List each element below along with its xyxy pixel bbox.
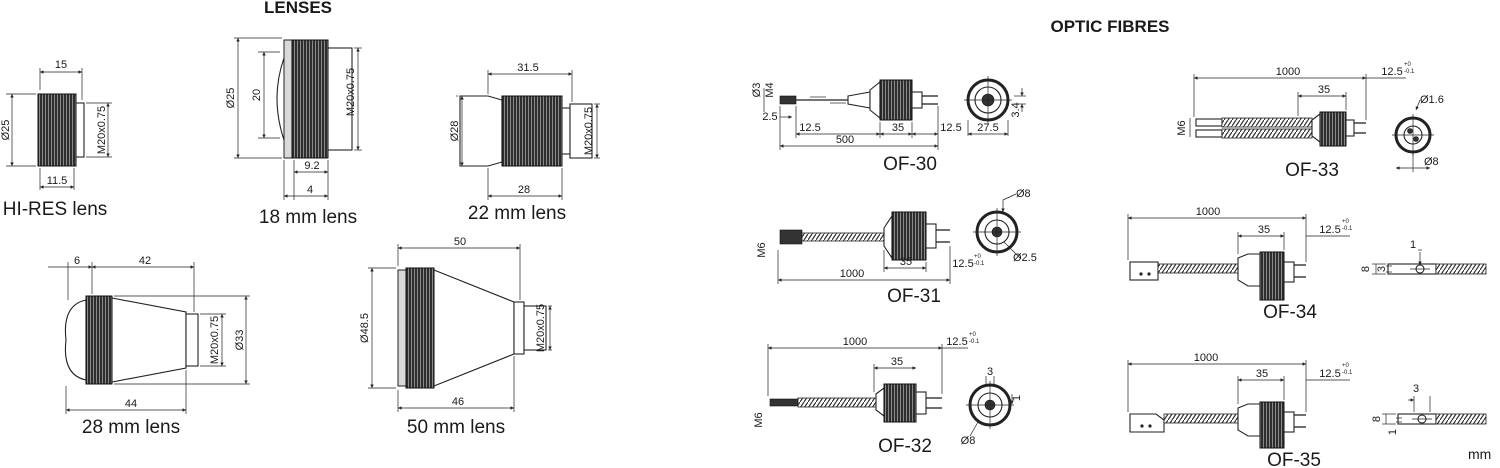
lens-18mm-drawing xyxy=(234,37,362,200)
lens-18mm-caption: 18 mm lens xyxy=(259,207,357,228)
lens50-top-dim: 50 xyxy=(454,236,466,248)
lens22-thread-dim: M20x0.75 xyxy=(583,107,595,155)
of35-tol-minus: -0.1 xyxy=(1342,370,1353,376)
of32-drawing xyxy=(767,344,1014,437)
hires-lens-drawing xyxy=(6,68,112,190)
of33-caption: OF-33 xyxy=(1285,160,1339,181)
of31-caption: OF-31 xyxy=(887,286,941,307)
of30-125b-dim: 12.5 xyxy=(940,122,961,134)
lens-50mm-drawing xyxy=(368,244,552,412)
of33-1000-dim: 1000 xyxy=(1276,66,1300,78)
of30-caption: OF-30 xyxy=(883,154,937,175)
lenses-title: LENSES xyxy=(264,0,332,17)
of34-tol-minus: -0.1 xyxy=(1342,226,1353,232)
of31-1000-dim: 1000 xyxy=(840,268,864,280)
of31-drawing xyxy=(777,193,1021,284)
of35-35-dim: 35 xyxy=(1256,368,1268,380)
of30-35-dim: 35 xyxy=(892,122,904,134)
of35-1000-dim: 1000 xyxy=(1194,352,1218,364)
of32-tol-plus: +0 xyxy=(969,332,977,338)
of34-125-dim: 12.5 xyxy=(1319,224,1340,236)
lens18-thread-dim: M20x0.75 xyxy=(345,68,357,116)
of34-3-dim: 3 xyxy=(1376,266,1388,272)
of35-1-dim: 1 xyxy=(1387,429,1399,435)
lens28-thread-dim: M20x0.75 xyxy=(209,316,221,364)
of30-125-dim: 12.5 xyxy=(799,122,820,134)
of30-d3-dim: Ø3 xyxy=(751,83,763,98)
hires-lens-caption: HI-RES lens xyxy=(3,199,108,220)
lens18-inner-dim: 20 xyxy=(251,89,263,101)
lens-22mm-caption: 22 mm lens xyxy=(468,203,566,224)
hires-bottom-dim: 11.5 xyxy=(47,175,68,187)
lens50-diameter-dim: Ø48.5 xyxy=(359,313,371,343)
of31-tol-minus: -0.1 xyxy=(974,261,985,267)
of32-1000-dim: 1000 xyxy=(843,336,867,348)
of33-tol-plus: +0 xyxy=(1404,62,1412,68)
of31-d8-dim: Ø8 xyxy=(1016,188,1031,200)
lens28-diameter-dim: Ø33 xyxy=(234,330,246,351)
of34-drawing xyxy=(1127,214,1487,301)
lens-22mm-drawing xyxy=(456,70,600,200)
of30-25-dim: 2.5 xyxy=(762,111,777,123)
lens22-bottom-dim: 28 xyxy=(518,184,530,196)
of33-35-dim: 35 xyxy=(1318,84,1330,96)
of32-35-dim: 35 xyxy=(891,356,903,368)
of34-8-dim: 8 xyxy=(1360,266,1372,272)
lens18-diameter-dim: Ø25 xyxy=(225,88,237,109)
of33-125-dim: 12.5 xyxy=(1381,66,1402,78)
lens22-diameter-dim: Ø28 xyxy=(449,121,461,142)
of32-1-dim: 1 xyxy=(1011,395,1023,401)
hires-thread-dim: M20x0.75 xyxy=(96,106,108,154)
of33-m6-dim: M6 xyxy=(1176,120,1188,135)
of32-125-dim: 12.5 xyxy=(946,336,967,348)
of31-125-dim: 12.5 xyxy=(952,258,973,270)
of31-d25-dim: Ø2.5 xyxy=(1013,252,1037,264)
of35-caption: OF-35 xyxy=(1267,450,1321,468)
of34-35-dim: 35 xyxy=(1258,224,1270,236)
of30-34-dim: 3.4 xyxy=(1010,102,1022,117)
of31-m6-dim: M6 xyxy=(756,242,768,257)
of32-tol-minus: -0.1 xyxy=(969,339,980,345)
of30-drawing xyxy=(763,76,1026,150)
unit-label: mm xyxy=(1468,446,1491,462)
lens28-bottom-dim: 44 xyxy=(125,398,137,410)
of32-caption: OF-32 xyxy=(878,436,932,457)
of32-m6-dim: M6 xyxy=(753,412,765,427)
of31-tol-plus: +0 xyxy=(974,254,982,260)
of35-drawing xyxy=(1127,360,1487,449)
of30-500-dim: 500 xyxy=(836,134,854,146)
lens-50mm-caption: 50 mm lens xyxy=(407,417,505,438)
of35-3-dim: 3 xyxy=(1413,383,1419,395)
of33-tol-minus: -0.1 xyxy=(1404,69,1415,75)
of31-35-dim: 35 xyxy=(900,256,912,268)
of34-1000-dim: 1000 xyxy=(1196,206,1220,218)
of34-tol-plus: +0 xyxy=(1342,219,1350,225)
of32-3-dim: 3 xyxy=(987,366,993,378)
of30-275-dim: 27.5 xyxy=(977,122,998,134)
lens28-a-dim: 6 xyxy=(74,255,80,267)
of35-125-dim: 12.5 xyxy=(1319,368,1340,380)
lens22-top-dim: 31.5 xyxy=(517,62,538,74)
of34-1-dim: 1 xyxy=(1410,239,1416,251)
of33-drawing xyxy=(1189,74,1434,172)
hires-width-dim: 15 xyxy=(55,59,67,71)
lens28-b-dim: 42 xyxy=(139,255,151,267)
lens50-bottom-dim: 46 xyxy=(452,396,464,408)
of35-8-dim: 8 xyxy=(1371,416,1383,422)
lens-28mm-caption: 28 mm lens xyxy=(82,417,180,438)
of33-d16-dim: Ø1.6 xyxy=(1420,94,1444,106)
lens50-thread-dim: M20x0.75 xyxy=(535,304,547,352)
hires-diameter-dim: Ø25 xyxy=(0,120,12,141)
lens18-b-dim: 4 xyxy=(307,184,313,196)
of35-tol-plus: +0 xyxy=(1342,363,1350,369)
of30-m4-dim: M4 xyxy=(764,82,776,97)
of32-d8-dim: Ø8 xyxy=(961,435,976,447)
of33-d8-dim: Ø8 xyxy=(1424,156,1439,168)
optic-fibres-title: OPTIC FIBRES xyxy=(1050,17,1169,36)
lens18-a-dim: 9.2 xyxy=(304,160,319,172)
lens-28mm-drawing xyxy=(48,262,250,414)
of34-caption: OF-34 xyxy=(1263,302,1317,323)
